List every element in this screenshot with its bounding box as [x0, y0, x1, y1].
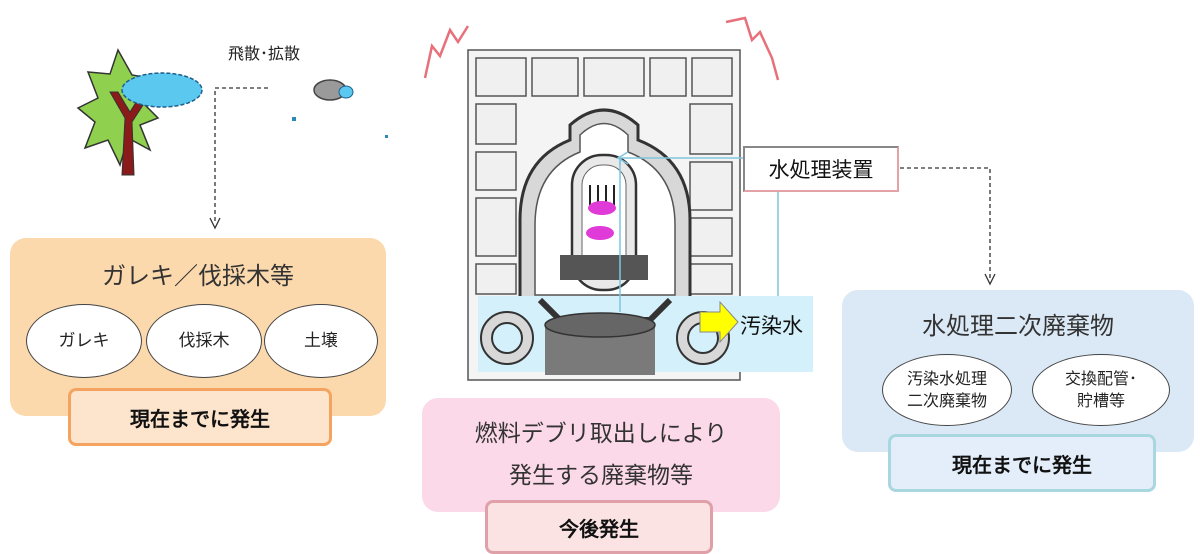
soil-item: 土壌 — [264, 304, 378, 378]
water-status-badge: 現在までに発生 — [888, 434, 1156, 492]
dashed-arrow — [214, 87, 268, 222]
rubble-status-badge: 現在までに発生 — [68, 388, 332, 446]
tree-icon — [76, 48, 160, 176]
dashed-arrow — [900, 167, 991, 278]
secondary-waste-item: 汚染水処理 二次廃棄物 — [882, 354, 1012, 426]
scatter-label: 飛散･拡散 — [228, 44, 301, 63]
debris-status-badge: 今後発生 — [485, 500, 713, 554]
contaminated-water-label: 汚染水 — [740, 314, 803, 338]
arrow-head — [984, 273, 996, 286]
water-waste-panel: 水処理二次廃棄物 汚染水処理 二次廃棄物 交換配管･ 貯槽等 — [842, 290, 1194, 452]
treatment-pipe — [619, 157, 779, 312]
outflow-arrow-icon — [699, 300, 739, 344]
debris-panel-title-line2: 発生する廃棄物等 — [509, 463, 693, 489]
rubble-panel-title: ガレキ／伐採木等 — [102, 262, 294, 290]
damage-zigzag — [423, 16, 780, 81]
felled-trees-item: 伐採木 — [146, 304, 262, 378]
arrow-head — [209, 217, 221, 230]
rubble-panel: ガレキ／伐採木等 ガレキ 伐採木 土壌 — [10, 238, 386, 416]
replacement-pipes-item: 交換配管･ 貯槽等 — [1032, 354, 1170, 426]
water-waste-panel-title: 水処理二次廃棄物 — [922, 312, 1114, 340]
debris-panel-title-line1: 燃料デブリ取出しにより — [474, 421, 728, 447]
rubble-item: ガレキ — [26, 304, 142, 378]
particle-icon — [292, 79, 388, 138]
water-treatment-label: 水処理装置 — [743, 146, 899, 192]
debris-panel: 燃料デブリ取出しにより 発生する廃棄物等 — [422, 398, 780, 512]
